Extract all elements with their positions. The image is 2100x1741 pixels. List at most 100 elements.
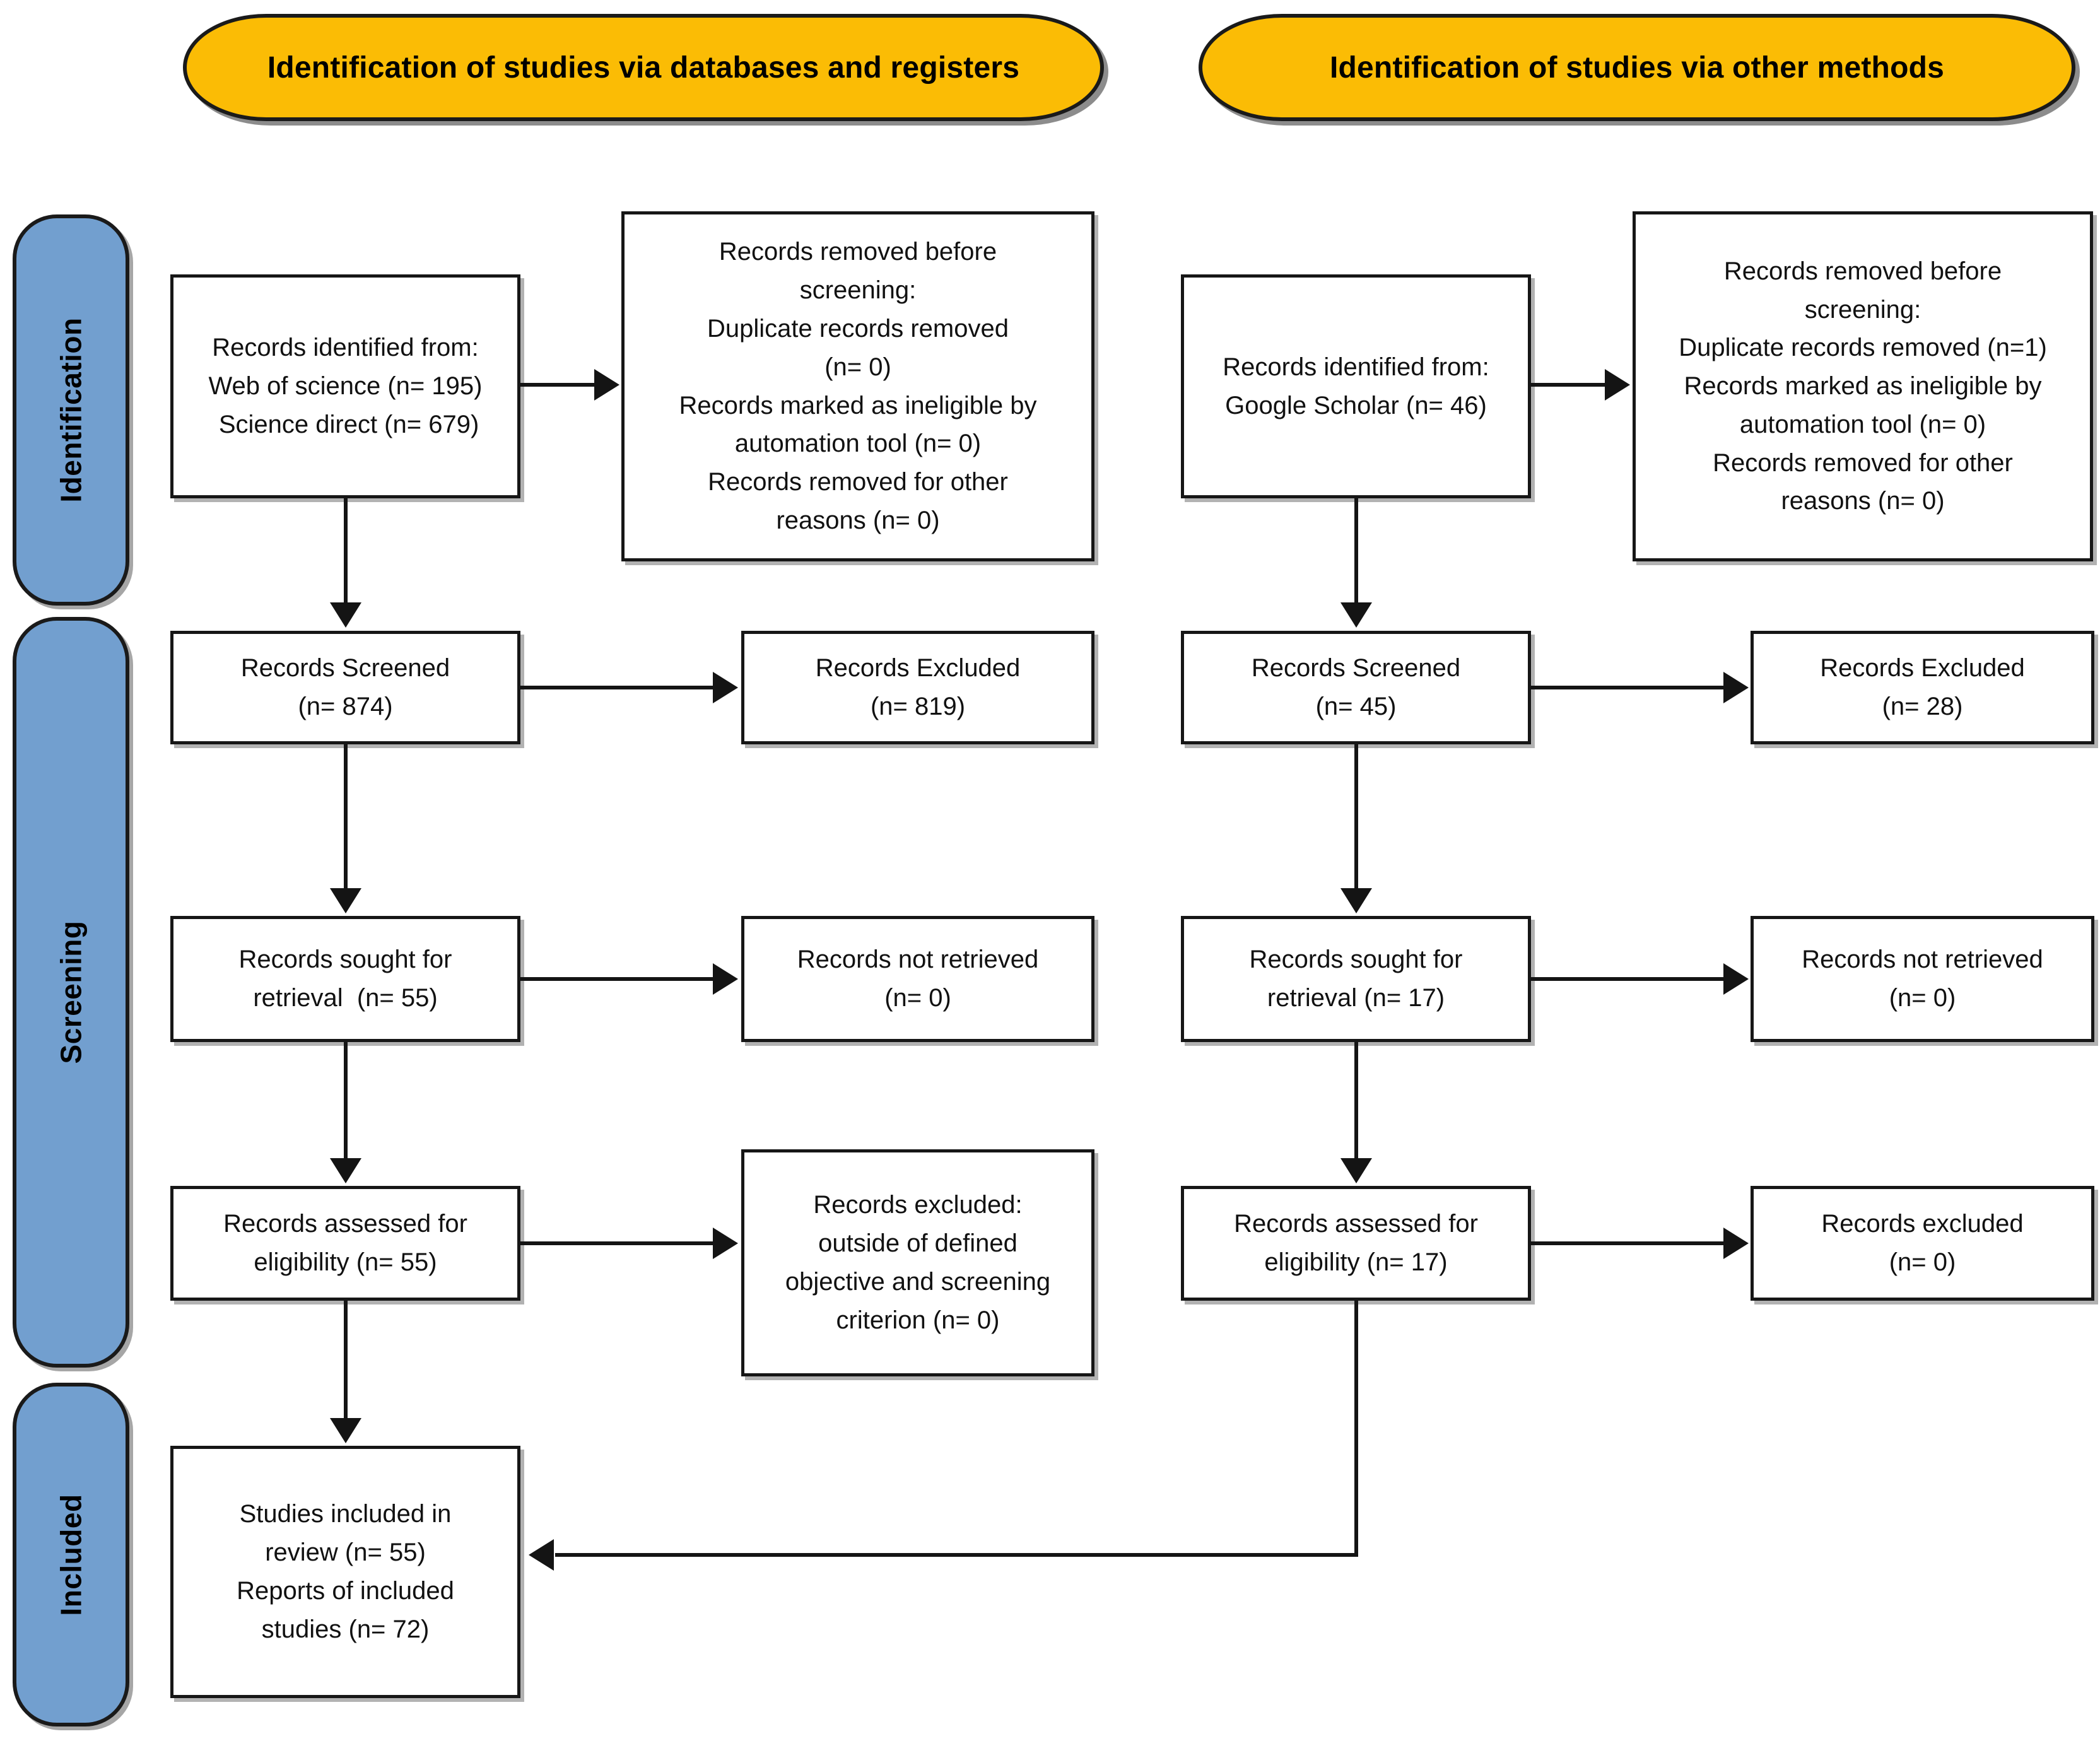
stage-pill-included: Included bbox=[13, 1383, 129, 1726]
node-text-line: (n= 0) bbox=[1889, 984, 1956, 1012]
arrowhead-right-sought-to-not-retrieved bbox=[1723, 963, 1749, 995]
node-text-line: Records identified from: bbox=[212, 334, 479, 362]
stage-identification-label: Identification bbox=[54, 317, 88, 503]
node-right-records-excluded-simple: Records excluded(n= 0) bbox=[1751, 1186, 2094, 1301]
node-text-line: Records excluded: bbox=[813, 1191, 1023, 1219]
node-right-records-assessed-for-eligibility: Records assessed for eligibility (n= 17) bbox=[1181, 1186, 1531, 1301]
arrowhead-right-identified-to-screened bbox=[1340, 602, 1372, 628]
node-text-line: screening: bbox=[1804, 295, 1921, 324]
node-left-records-screened-text: Records Screened(n= 874) bbox=[184, 649, 507, 726]
node-text-line: Records assessed for bbox=[1234, 1210, 1478, 1238]
node-text-line: (n= 45) bbox=[1315, 693, 1397, 720]
connector-right-sought-to-not-retrieved bbox=[1531, 977, 1727, 981]
node-left-records-identified: Records identified from: Web of science (… bbox=[170, 274, 520, 498]
stage-pill-identification: Identification bbox=[13, 214, 129, 606]
arrowhead-left-sought-to-assessed bbox=[330, 1158, 361, 1183]
arrowhead-elbow-to-included-box bbox=[529, 1539, 554, 1571]
arrowhead-right-assessed-to-excluded bbox=[1723, 1228, 1749, 1259]
node-text-line: Reports of included bbox=[237, 1577, 454, 1605]
node-text-line: retrieval (n= 17) bbox=[1267, 984, 1445, 1012]
node-right-records-excluded-simple-text: Records excluded(n= 0) bbox=[1764, 1205, 2081, 1282]
node-left-records-sought-text: Records sought for retrieval (n= 55) bbox=[184, 941, 507, 1017]
arrowhead-left-identified-to-removed bbox=[594, 369, 619, 401]
arrowhead-right-screened-to-sought bbox=[1340, 888, 1372, 913]
node-text-line: Records not retrieved bbox=[797, 946, 1039, 974]
node-right-records-excluded: Records Excluded (n= 28) bbox=[1751, 631, 2094, 744]
node-left-records-identified-text: Records identified from: Web of science (… bbox=[184, 329, 507, 443]
node-left-records-assessed-text: Records assessed for eligibility (n= 55) bbox=[184, 1205, 507, 1282]
node-right-records-identified: Records identified from: Google Scholar (… bbox=[1181, 274, 1531, 498]
connector-right-identified-to-removed bbox=[1531, 383, 1605, 387]
connector-left-sought-to-assessed bbox=[344, 1042, 348, 1161]
node-text-line: (n= 819) bbox=[870, 693, 966, 720]
node-text-line: Records removed for other bbox=[1713, 448, 2013, 477]
banner-databases-label: Identification of studies via databases … bbox=[267, 50, 1020, 85]
node-text-line: Records Excluded bbox=[815, 654, 1021, 683]
arrowhead-left-assessed-to-included bbox=[330, 1418, 361, 1443]
banner-other-methods: Identification of studies via other meth… bbox=[1199, 14, 2075, 121]
connector-right-assessed-down-to-elbow bbox=[1354, 1301, 1358, 1557]
connector-right-identified-to-screened bbox=[1354, 498, 1358, 606]
node-text-line: outside of defined bbox=[818, 1229, 1018, 1258]
node-text-line: Records marked as ineligible by bbox=[1684, 372, 2042, 401]
arrowhead-right-screened-to-excluded bbox=[1723, 672, 1749, 703]
node-text-line: review (n= 55) bbox=[265, 1539, 426, 1567]
connector-left-sought-to-not-retrieved bbox=[520, 977, 716, 981]
node-text-line: eligibility (n= 17) bbox=[1264, 1248, 1448, 1276]
node-text-line: screening: bbox=[799, 276, 917, 305]
node-text-line: (n= 874) bbox=[298, 693, 393, 720]
arrowhead-left-identified-to-screened bbox=[330, 602, 361, 628]
node-text-line: Studies included in bbox=[239, 1500, 452, 1528]
node-text-line: Duplicate records removed bbox=[707, 314, 1009, 343]
arrowhead-right-identified-to-removed bbox=[1605, 369, 1630, 401]
stage-included-label: Included bbox=[54, 1493, 88, 1616]
node-text-line: objective and screening bbox=[785, 1268, 1051, 1296]
node-studies-included-text: Studies included in review (n= 55) Reports… bbox=[184, 1495, 507, 1648]
connector-left-identified-to-removed bbox=[520, 383, 596, 387]
node-text-line: Records sought for bbox=[1249, 946, 1463, 974]
connector-left-identified-to-screened bbox=[344, 498, 348, 606]
node-left-records-excluded-reasons-text: Records excluded: outside of defined objec… bbox=[754, 1186, 1081, 1339]
connector-right-screened-to-sought bbox=[1354, 744, 1358, 891]
arrowhead-left-screened-to-excluded bbox=[713, 672, 738, 703]
node-right-records-not-retrieved: Records not retrieved(n= 0) bbox=[1751, 916, 2094, 1042]
arrowhead-left-screened-to-sought bbox=[330, 888, 361, 913]
node-text-line: (n= 0) bbox=[824, 353, 891, 381]
node-text-line: Records removed for other bbox=[708, 468, 1008, 496]
node-right-records-not-retrieved-text: Records not retrieved(n= 0) bbox=[1764, 941, 2081, 1017]
node-text-line: automation tool (n= 0) bbox=[734, 430, 982, 458]
node-right-records-sought-for-retrieval: Records sought for retrieval (n= 17) bbox=[1181, 916, 1531, 1042]
node-left-records-not-retrieved-text: Records not retrieved(n= 0) bbox=[754, 941, 1081, 1017]
node-text-line: reasons (n= 0) bbox=[776, 506, 940, 534]
node-right-records-assessed-text: Records assessed for eligibility (n= 17) bbox=[1194, 1205, 1518, 1282]
stage-screening-label: Screening bbox=[54, 920, 88, 1064]
node-left-records-excluded-text: Records Excluded (n= 819) bbox=[754, 649, 1081, 726]
node-text-line: reasons (n= 0) bbox=[1781, 487, 1945, 515]
node-left-records-removed-text: Records removed before screening: Duplicat… bbox=[635, 233, 1081, 539]
node-text-line: automation tool (n= 0) bbox=[1739, 410, 1986, 438]
connector-right-screened-to-excluded bbox=[1531, 686, 1727, 689]
node-text-line: Web of science (n= 195) bbox=[208, 372, 483, 401]
node-left-records-screened: Records Screened(n= 874) bbox=[170, 631, 520, 744]
node-studies-included-in-review: Studies included in review (n= 55) Reports… bbox=[170, 1446, 520, 1698]
stage-pill-screening: Screening bbox=[13, 617, 129, 1368]
node-text-line: retrieval (n= 55) bbox=[253, 984, 438, 1012]
connector-elbow-to-included-box bbox=[555, 1553, 1358, 1557]
node-text-line: Records Excluded bbox=[1820, 654, 2025, 683]
node-text-line: Records sought for bbox=[238, 946, 452, 974]
node-left-records-excluded: Records Excluded (n= 819) bbox=[741, 631, 1094, 744]
node-left-records-not-retrieved: Records not retrieved(n= 0) bbox=[741, 916, 1094, 1042]
node-text-line: Google Scholar (n= 46) bbox=[1225, 391, 1487, 419]
node-text-line: Records identified from: bbox=[1223, 353, 1489, 381]
node-text-line: Records assessed for bbox=[223, 1210, 467, 1238]
node-text-line: Records removed before bbox=[719, 238, 997, 266]
connector-right-sought-to-assessed bbox=[1354, 1042, 1358, 1161]
node-left-records-sought-for-retrieval: Records sought for retrieval (n= 55) bbox=[170, 916, 520, 1042]
node-text-line: (n= 28) bbox=[1882, 693, 1963, 720]
node-left-records-assessed-for-eligibility: Records assessed for eligibility (n= 55) bbox=[170, 1186, 520, 1301]
banner-other-methods-label: Identification of studies via other meth… bbox=[1329, 50, 1945, 85]
node-text-line: eligibility (n= 55) bbox=[254, 1248, 437, 1276]
node-text-line: criterion (n= 0) bbox=[836, 1306, 1000, 1334]
banner-databases-and-registers: Identification of studies via databases … bbox=[183, 14, 1104, 121]
